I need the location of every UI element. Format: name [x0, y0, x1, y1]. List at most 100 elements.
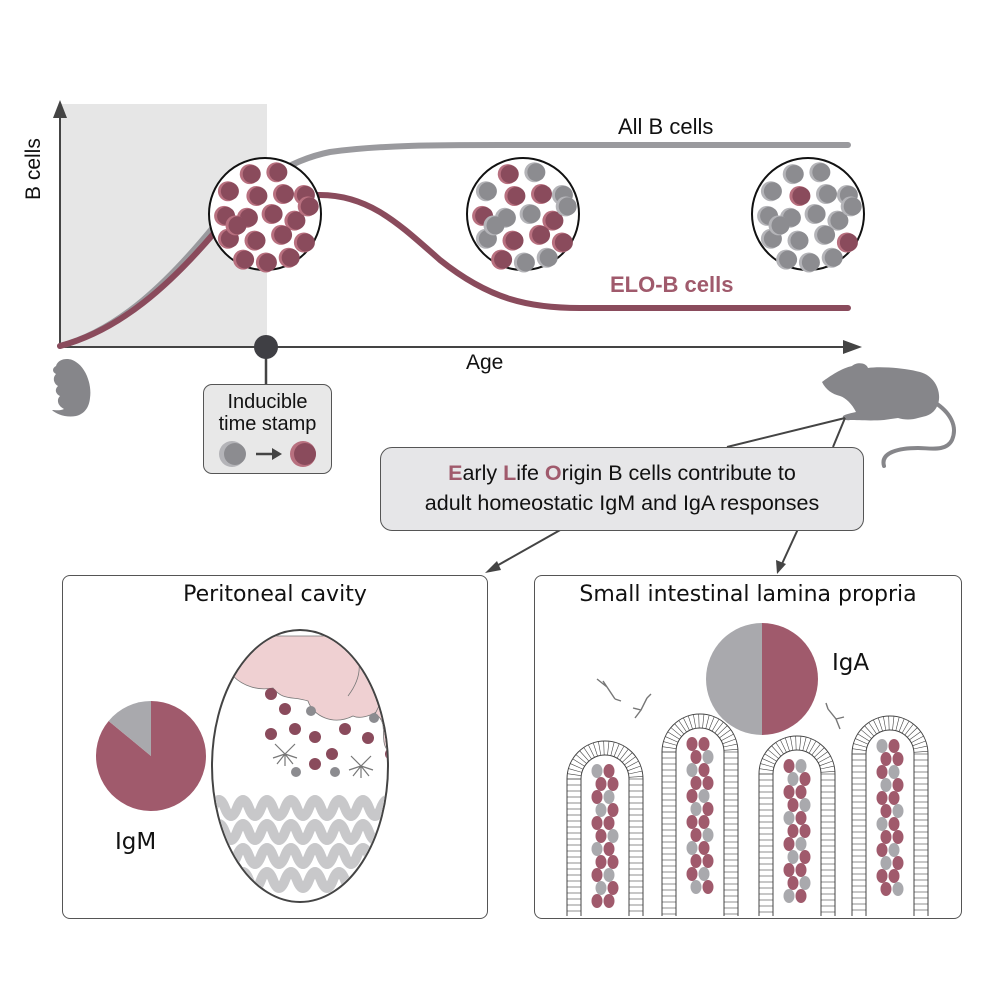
intestine-loop	[213, 819, 387, 845]
elo-b-cell	[394, 776, 406, 788]
elo-b-cells-label: ELO-B cells	[610, 272, 734, 297]
elo-b-cell	[795, 889, 807, 903]
elo-b-cell	[888, 869, 900, 883]
other-b-cell	[291, 767, 301, 777]
other-b-cell-core	[801, 253, 820, 272]
epithelial-cell	[820, 765, 835, 770]
elo-b-cell	[888, 817, 900, 831]
elo-b-cell	[603, 894, 615, 908]
epithelial-cell	[674, 723, 685, 735]
other-b-cell-core	[824, 248, 843, 267]
epithelial-cell	[860, 729, 872, 739]
epithelial-cell	[687, 715, 693, 730]
peritoneal-illustration	[95, 629, 406, 903]
elo-b-cell-core	[296, 233, 315, 252]
elo-b-cell-core	[792, 186, 811, 205]
elo-b-cell	[892, 856, 904, 870]
elo-b-cell-core	[264, 205, 283, 223]
elo-b-cell-core	[242, 165, 261, 184]
other-b-cell	[783, 811, 795, 825]
epithelial-cell	[857, 733, 870, 742]
elo-b-cell	[698, 841, 710, 855]
other-b-cell	[795, 759, 807, 773]
elo-b-cell	[686, 867, 698, 881]
elo-b-cell	[698, 763, 710, 777]
epithelial-cell	[714, 721, 724, 734]
summary-text: Early Life Origin B cells contribute to …	[381, 458, 863, 518]
epithelial-cell	[864, 725, 875, 737]
other-b-cell-core	[843, 197, 862, 216]
elo-b-cell	[795, 785, 807, 799]
epithelial-cell	[624, 756, 636, 766]
epithelial-cell	[907, 727, 918, 738]
intestinal-villi	[566, 713, 929, 916]
other-b-cell-core	[812, 163, 831, 182]
intestine-loop	[213, 795, 387, 821]
elo-b-cell	[591, 868, 603, 882]
elo-b-cell	[698, 815, 710, 829]
igm-pie-chart	[95, 701, 206, 811]
pie-slice-other	[108, 701, 151, 756]
time-stamp-icons	[219, 441, 316, 467]
other-b-cell	[591, 842, 603, 856]
elo-b-cell	[362, 732, 374, 744]
epithelial-cell	[883, 716, 887, 731]
other-b-cell-core	[785, 165, 804, 184]
epithelial-cell	[816, 751, 828, 761]
elo-b-cell	[595, 855, 607, 869]
epithelial-cell	[901, 720, 910, 734]
epithelial-cell	[683, 717, 690, 731]
epithelial-cell	[667, 731, 680, 740]
summary-line-1: Early Life Origin B cells contribute to	[381, 458, 863, 488]
elo-b-cell	[265, 688, 277, 700]
epithelial-cell	[613, 743, 620, 757]
epithelial-cell	[868, 722, 877, 735]
y-axis-label: B cells	[22, 138, 45, 200]
other-b-cell	[330, 767, 340, 777]
epithelial-cell	[853, 743, 868, 748]
epithelial-cell	[583, 747, 592, 760]
adult-mouse-icon	[822, 363, 956, 468]
other-b-cell	[787, 850, 799, 864]
epithelial-cell	[909, 731, 921, 741]
elo-b-cell	[591, 894, 603, 908]
epithelial-cell	[616, 745, 625, 759]
antibody-icon	[825, 702, 845, 730]
elo-b-cell	[702, 880, 714, 894]
free-antibodies	[596, 678, 845, 730]
epithelial-cell	[588, 744, 595, 758]
epithelial-cell	[570, 763, 584, 770]
pie-slice-elo	[762, 623, 818, 735]
small-intestinal-lamina-propria-panel: Small intestinal lamina propria	[534, 575, 962, 919]
epithelial-cell	[811, 743, 821, 756]
elo-b-cell	[603, 842, 615, 856]
elo-b-cell-core	[839, 233, 858, 252]
other-b-cell	[603, 868, 615, 882]
elo-b-cell	[591, 816, 603, 830]
elo-b-cell	[787, 824, 799, 838]
x-axis-arrow-icon	[843, 340, 862, 354]
lamina-propria-title: Small intestinal lamina propria	[579, 582, 917, 607]
timepoint-marker[interactable]	[254, 335, 278, 359]
time-stamp-line-1: Inducible	[227, 391, 308, 413]
elo-b-cell	[702, 854, 714, 868]
other-b-cell	[880, 778, 892, 792]
villi-illustration	[566, 623, 929, 916]
epithelial-cell	[575, 754, 587, 764]
other-b-cell	[888, 843, 900, 857]
elo-b-cell	[892, 752, 904, 766]
elo-b-cell-core	[505, 231, 524, 250]
elo-b-cell	[698, 737, 710, 751]
antibody-cluster-2-icon	[348, 755, 374, 778]
elo-b-cell	[607, 881, 619, 895]
other-b-cell-core	[516, 253, 535, 272]
elo-b-cell	[892, 778, 904, 792]
epithelial-cell	[567, 773, 582, 776]
villus-inner-outline	[580, 754, 630, 916]
other-b-cell	[795, 837, 807, 851]
epithelial-cell	[622, 752, 633, 763]
epithelial-cell	[662, 746, 677, 749]
all-b-cells-label: All B cells	[618, 114, 714, 139]
other-b-cell	[306, 706, 316, 716]
epithelial-cell	[814, 747, 825, 758]
